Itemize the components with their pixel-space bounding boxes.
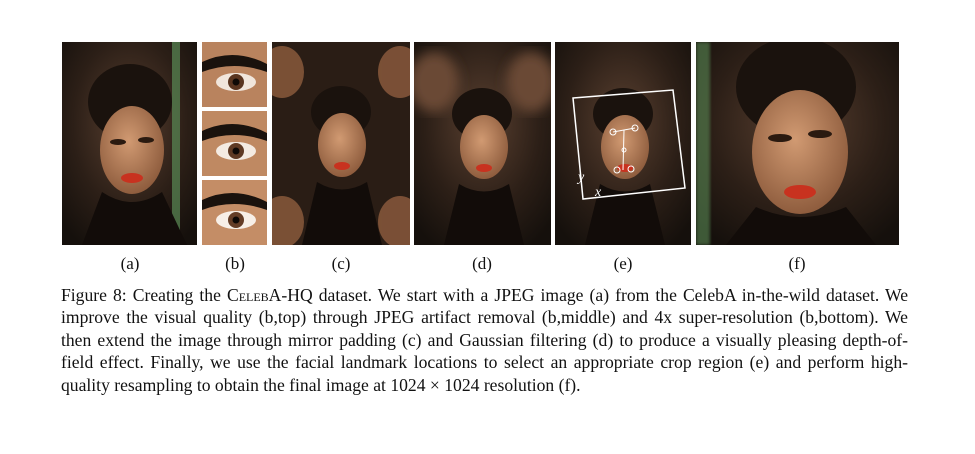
caption-suffix: resolution (f). (479, 374, 581, 395)
panel-b-eye-crops (202, 42, 267, 245)
panel-label-c: (c) (331, 254, 351, 273)
panel-label-f: (f) (788, 254, 806, 273)
final-portrait-image (696, 42, 899, 245)
caption-resolution: 1024 × 1024 (390, 374, 480, 395)
caption-prefix: Figure 8: Creating the (61, 285, 227, 305)
figure-caption: Figure 8: Creating the CelebA-HQ dataset… (61, 284, 908, 396)
crop-selection-image (555, 42, 691, 245)
panel-label-b: (b) (225, 254, 245, 273)
blurred-background-image (414, 42, 551, 245)
panel-c-mirror-padding (272, 42, 410, 245)
panel-d-gaussian-filter (414, 42, 551, 245)
mirror-padded-image (272, 42, 410, 245)
caption-body: dataset. We start with a JPEG image (a) … (61, 285, 909, 395)
panel-e-crop-region: y x (555, 42, 691, 245)
panel-a-original-image (62, 42, 197, 245)
panel-f-final-image (696, 42, 899, 245)
portrait-image (62, 42, 197, 245)
crop-y-axis-label: y (578, 170, 585, 185)
eye-closeups (202, 42, 267, 245)
crop-box (572, 89, 686, 200)
panel-label-a: (a) (120, 254, 140, 273)
crop-x-axis-label: x (595, 185, 602, 200)
panel-label-e: (e) (613, 254, 633, 273)
panel-label-d: (d) (472, 254, 492, 273)
caption-dataset-name: CelebA-HQ (226, 285, 313, 305)
facial-landmarks (609, 124, 639, 174)
